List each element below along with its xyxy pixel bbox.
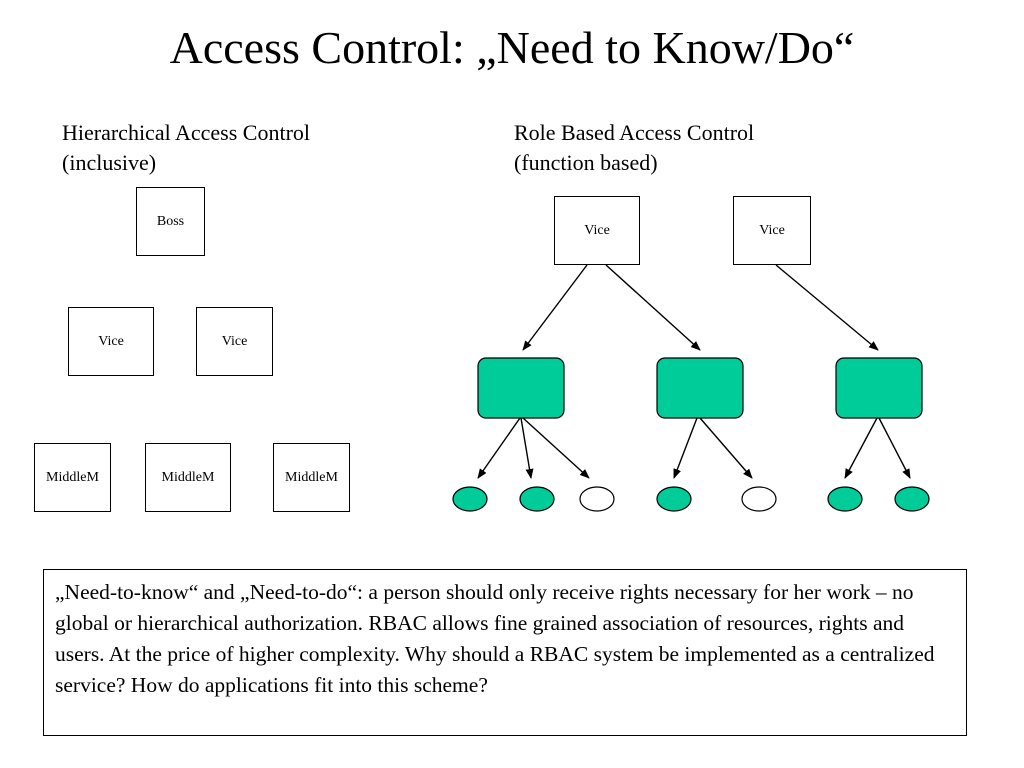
- resource-node: [656, 486, 692, 512]
- role-box: [835, 357, 923, 419]
- explanation-note: „Need-to-know“ and „Need-to-do“: a perso…: [43, 569, 967, 736]
- boss-box: Boss: [136, 187, 205, 256]
- middle-manager-box: MiddleM: [273, 443, 350, 512]
- resource-node: [827, 486, 863, 512]
- slide-title: Access Control: „Need to Know/Do“: [169, 22, 855, 73]
- role-to-resource-arrow: [520, 417, 534, 479]
- rbac-heading-line2: (function based): [514, 150, 658, 175]
- role-box: [656, 357, 744, 419]
- resource-node: [519, 486, 555, 512]
- rbac-vice-box: Vice: [554, 196, 640, 265]
- rbac-heading-line1: Role Based Access Control: [514, 120, 755, 145]
- hierarchical-heading-line2: (inclusive): [62, 150, 157, 175]
- rbac-vice-box: Vice: [733, 196, 811, 265]
- hierarchical-heading-line1: Hierarchical Access Control: [62, 120, 311, 145]
- vice-to-role-arrow: [522, 264, 588, 351]
- role-to-resource-arrow: [699, 417, 753, 479]
- resource-node: [579, 486, 615, 512]
- hierarchical-heading: Hierarchical Access Control (inclusive): [62, 118, 310, 178]
- role-to-resource-arrow: [844, 417, 878, 479]
- middle-manager-box: MiddleM: [34, 443, 111, 512]
- middle-manager-box: MiddleM: [145, 443, 231, 512]
- role-box: [477, 357, 565, 419]
- vice-to-role-arrow: [605, 264, 701, 351]
- role-to-resource-arrow: [673, 417, 698, 479]
- resource-node: [741, 486, 777, 512]
- role-to-resource-arrow: [477, 417, 521, 479]
- resource-node: [894, 486, 930, 512]
- rbac-heading: Role Based Access Control (function base…: [514, 118, 754, 178]
- hierarchical-vice-box: Vice: [68, 307, 154, 376]
- hierarchical-vice-box: Vice: [196, 307, 273, 376]
- role-to-resource-arrow: [878, 417, 911, 479]
- resource-node: [452, 486, 488, 512]
- vice-to-role-arrow: [775, 264, 879, 351]
- role-to-resource-arrow: [522, 417, 590, 479]
